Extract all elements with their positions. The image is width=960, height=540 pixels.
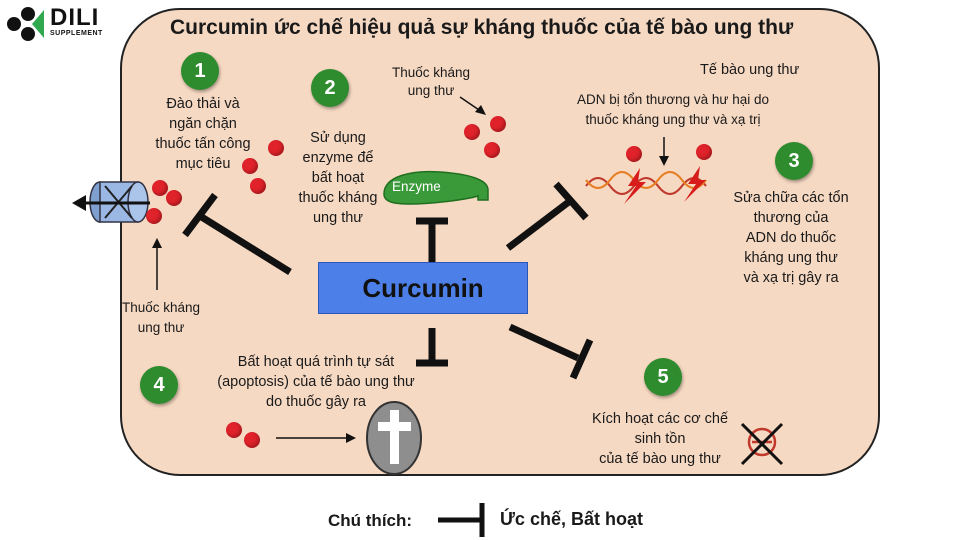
legend-meaning: Ức chế, Bất hoạt [500,509,643,529]
dna-damage-label: ADN bị tổn thương và hư hại do thuốc khá… [576,92,770,127]
step-4-text: Bất hoạt quá trình tự sát (apoptosis) củ… [217,354,415,410]
drug-dot [250,178,266,194]
step-2-text: Sử dụng enzyme để bất hoạt thuốc kháng u… [298,130,378,226]
brand-tagline: SUPPLEMENT [50,30,103,37]
drug-dot [242,158,258,174]
inhibit-bar-5 [569,338,594,380]
step-4-number: 4 [140,366,178,404]
drug-dot [268,140,284,156]
inhibit-bar-3 [553,181,589,221]
damage-bolt-icon [624,168,646,204]
step-3-number: 3 [775,142,813,180]
drug-dot [166,190,182,206]
drug-dot [146,208,162,224]
damage-bolt-icon [684,166,706,202]
drug-dot [464,124,480,140]
drug-dot [226,422,242,438]
inhibit-bar-1 [182,192,218,238]
step-2-number: 2 [311,69,349,107]
drug-dot [484,142,500,158]
step-5-text: Kích hoạt các cơ chế sinh tồn của tế bào… [591,411,729,467]
enzyme-label: Enzyme [392,179,441,194]
brand-name: DILI [50,4,100,31]
step-1-text: Đào thải và ngăn chặn thuốc tấn công mục… [155,96,251,172]
inhibit-line-1 [198,213,292,275]
step-1-number: 1 [181,52,219,90]
enzyme-shape [383,170,489,205]
drug-dot [626,146,642,162]
curcumin-box: Curcumin [318,262,528,314]
blocked-icon [740,422,784,466]
dna-icon [585,171,707,195]
cell-label: Tế bào ung thư [700,62,800,78]
step-5-number: 5 [644,358,682,396]
inhibit-line-5 [508,323,580,362]
drug-dot [152,180,168,196]
drug-label-left: Thuốc kháng ung thư [121,300,201,335]
step-3-text: Sửa chữa các tổn thương của ADN do thuốc… [733,190,849,286]
diagram-title: Curcumin ức chế hiệu quả sự kháng thuốc … [170,16,794,39]
inhibit-line-3 [505,198,573,251]
drug-dot [696,144,712,160]
legend-label: Chú thích: [328,511,413,530]
drug-dot [490,116,506,132]
drug-label-top: Thuốc kháng ung thư [391,65,471,98]
drug-dot [244,432,260,448]
logo-mark-icon [7,7,44,41]
